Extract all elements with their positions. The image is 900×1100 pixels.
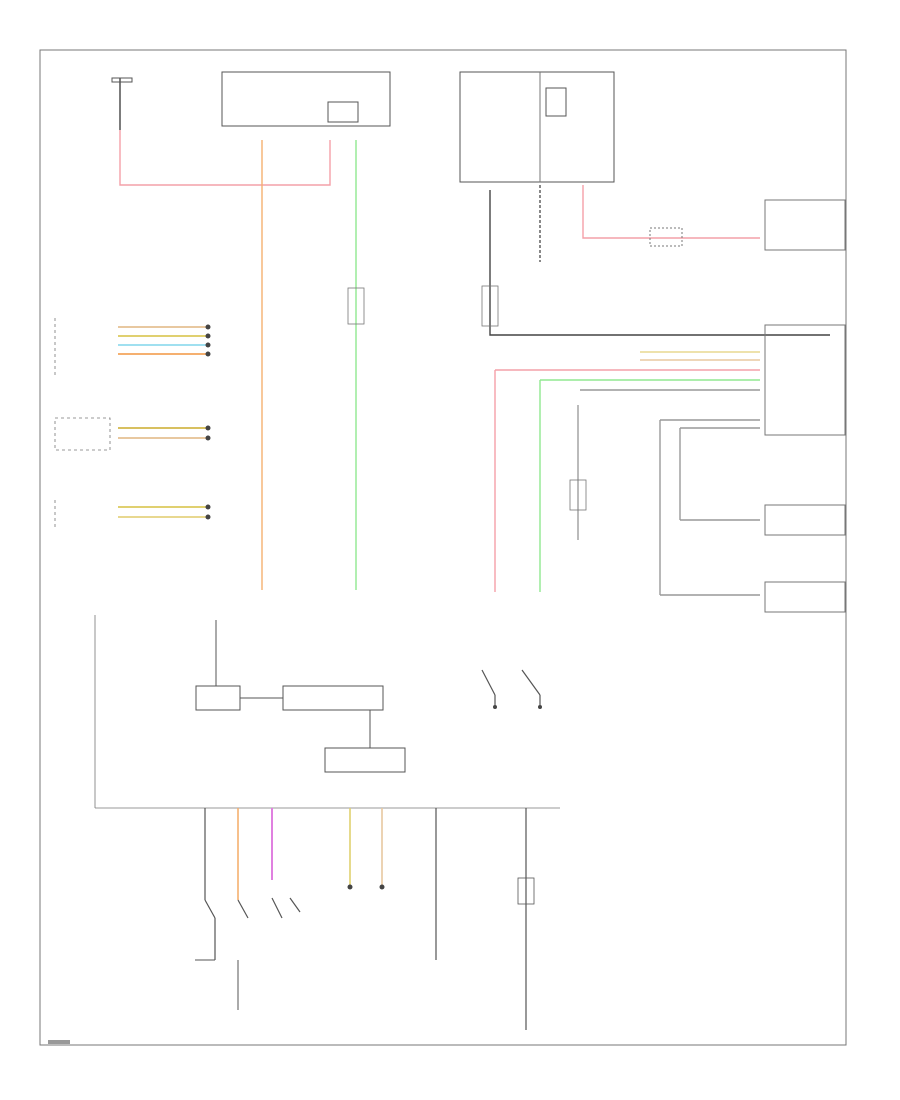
left-connector-group-1 <box>54 318 211 375</box>
right-module-sensor-2 <box>764 581 846 613</box>
wire-red-top <box>119 130 331 186</box>
bottom-wires <box>204 808 535 1030</box>
fuse-mid-green <box>347 287 365 325</box>
diagram-frame <box>39 49 847 1046</box>
relay-box-center <box>221 71 391 127</box>
fuse-box-left <box>111 77 133 130</box>
right-module-sensor-1 <box>764 504 846 536</box>
relay-box-right <box>459 71 615 183</box>
wire-pink-right <box>582 185 760 239</box>
fuse-mid-black <box>481 285 499 327</box>
switch-pair-bottom-right <box>481 669 542 709</box>
right-module-main <box>764 324 846 436</box>
right-bus-wires <box>495 351 760 596</box>
wire-black-right-relay <box>489 190 830 336</box>
left-connector-group-2 <box>54 417 211 451</box>
left-connector-group-3 <box>54 500 211 528</box>
junction-connector-top-right <box>649 227 683 247</box>
ecu-block <box>94 615 560 809</box>
switch-group-bottom-left <box>195 897 301 1010</box>
switch-middle-right <box>569 405 587 540</box>
footer-mark <box>48 1040 70 1044</box>
right-module-top <box>764 199 846 251</box>
